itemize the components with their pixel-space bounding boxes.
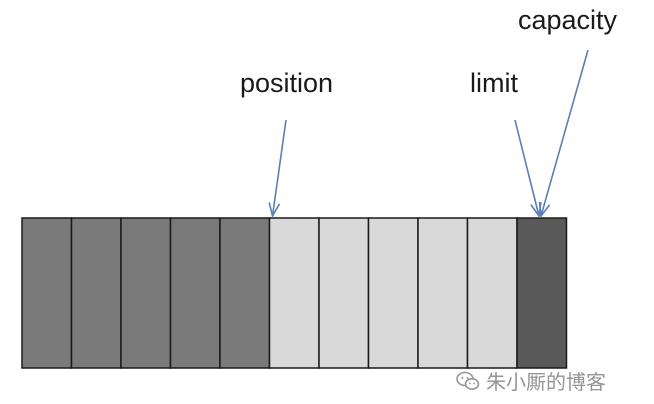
position-arrow <box>268 119 287 219</box>
limit-arrow <box>514 119 542 219</box>
buffer-cell-available <box>268 217 320 369</box>
buffer-cell-available <box>417 217 469 369</box>
capacity-label: capacity <box>518 5 618 35</box>
wechat-icon <box>456 371 480 391</box>
buffer-cell-filled <box>21 217 73 369</box>
buffer-cell-reserved <box>516 217 568 369</box>
buffer-cell-filled <box>219 217 271 369</box>
pointer-arrows <box>268 49 589 219</box>
capacity-arrow <box>538 49 589 219</box>
buffer-cells <box>21 217 568 369</box>
position-label: position <box>240 68 334 98</box>
buffer-cell-available <box>367 217 419 369</box>
buffer-cell-available <box>318 217 370 369</box>
buffer-cell-filled <box>169 217 221 369</box>
watermark: 朱小厮的博客 <box>456 366 606 395</box>
buffer-cell-available <box>466 217 518 369</box>
watermark-text: 朱小厮的博客 <box>486 370 606 394</box>
limit-label: limit <box>470 68 518 98</box>
buffer-cell-filled <box>70 217 122 369</box>
buffer-cell-filled <box>120 217 172 369</box>
